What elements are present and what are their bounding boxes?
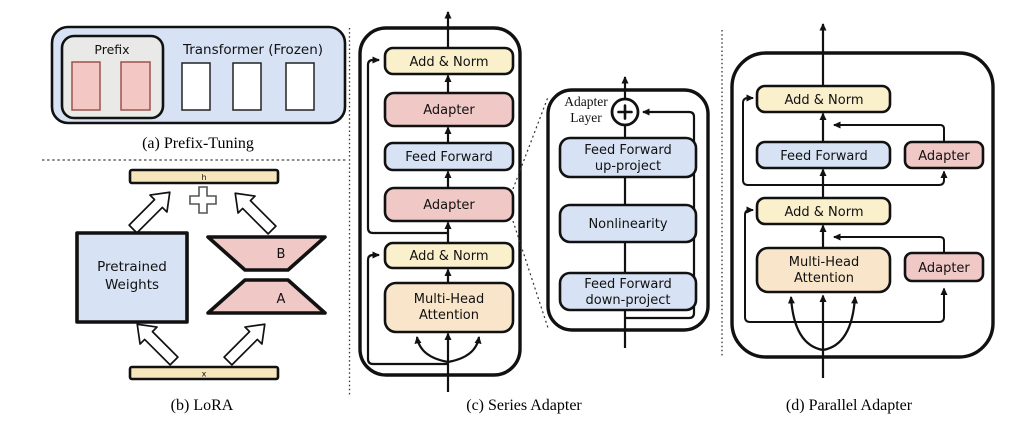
residual-line-attention [744, 206, 823, 323]
caption-prefix-tuning: (a) Prefix-Tuning [142, 135, 254, 152]
down-project-label: down-project [586, 293, 671, 308]
panel-prefix-tuning: Prefix Transformer (Frozen) (a) Prefix-T… [50, 25, 347, 152]
pretrained-weights-label: Weights [105, 277, 159, 293]
qkv-arrow-right [447, 336, 482, 364]
residual-line-feedforward [366, 56, 448, 235]
zoom-link-bottom [512, 220, 549, 329]
add-norm-label: Add & Norm [784, 205, 863, 220]
add-norm-box [383, 46, 515, 76]
qkv-arrow-left [414, 336, 449, 364]
caption-series-adapter: (c) Series Adapter [466, 397, 582, 414]
lora-output-bar [128, 168, 280, 185]
frozen-token [232, 62, 262, 111]
zoom-link-top [512, 96, 549, 190]
add-norm-label: Add & Norm [409, 55, 488, 70]
panel-series-adapter: Add & Norm Adapter Feed Forward Adapter … [358, 11, 582, 414]
prefix-label: Prefix [94, 42, 129, 57]
block-arrow-up-right [225, 183, 282, 240]
adapter-label: Adapter [918, 261, 970, 276]
adapter-branch-line-top [823, 170, 948, 186]
frozen-token [285, 62, 315, 111]
adapter-branch-line-bottom [823, 287, 948, 323]
qkv-arrow-right [822, 296, 859, 352]
adapter-box [383, 186, 515, 223]
adapter-label: Adapter [423, 103, 475, 118]
multi-head-attention-label: Attention [794, 271, 854, 286]
lora-a-matrix [206, 278, 327, 315]
caption-parallel-adapter: (d) Parallel Adapter [786, 397, 913, 414]
block-arrow-bottom-right [218, 314, 275, 371]
lora-input-label: x [202, 370, 207, 379]
adapter-layer-label: Adapter [564, 94, 608, 109]
nonlinearity-label: Nonlinearity [588, 217, 667, 232]
add-icon-plus [617, 104, 633, 120]
nonlinearity-box [558, 203, 698, 244]
pretrained-weights-label: Pretrained [97, 259, 167, 275]
feed-forward-box [383, 141, 515, 172]
block-arrow-up-left [123, 182, 180, 239]
adapter-merge-line-top [833, 121, 945, 142]
multi-head-attention-box [383, 281, 515, 334]
adapter-box [903, 140, 985, 170]
multi-head-attention-label: Multi-Head [414, 292, 484, 307]
caption-lora: (b) LoRA [171, 397, 234, 414]
lora-output-label: h [201, 173, 206, 182]
add-norm-label: Add & Norm [409, 249, 488, 264]
panel-parallel-adapter: Add & Norm Feed Forward Adapter Add & No… [730, 23, 995, 414]
pretrained-weights-box [75, 231, 189, 324]
add-norm-box [383, 241, 515, 270]
feed-forward-box [755, 140, 892, 170]
adapter-label: Adapter [423, 198, 475, 213]
up-project-box [558, 136, 698, 179]
frozen-token [181, 62, 211, 111]
adapter-label: Adapter [918, 149, 970, 164]
transformer-frozen-label: Transformer (Frozen) [182, 42, 323, 58]
adapter-box [903, 251, 985, 283]
up-project-label: up-project [595, 159, 661, 174]
adapter-layer-label: Layer [570, 110, 602, 125]
prefix-token [120, 61, 151, 111]
down-project-box [558, 271, 698, 312]
adapter-layer-detail: Adapter Layer Feed Forward up-project No… [546, 76, 710, 348]
plus-icon [189, 186, 217, 214]
block-arrow-bottom-left [127, 314, 184, 371]
panel-lora: h Pretrained Weights B A x (b) LoRA [75, 168, 327, 414]
add-norm-label: Add & Norm [784, 93, 863, 108]
lora-b-matrix [206, 235, 327, 272]
residual-line-attention [366, 251, 448, 366]
multi-head-attention-label: Multi-Head [789, 255, 859, 270]
multi-head-attention-box [755, 246, 892, 294]
adapter-box [383, 91, 515, 128]
feed-forward-label: Feed Forward [405, 150, 492, 165]
adapter-merge-line-bottom [833, 233, 945, 253]
prefix-token [71, 61, 101, 111]
lora-b-label: B [277, 247, 286, 262]
qkv-arrow-left [787, 296, 824, 352]
feed-forward-label: Feed Forward [780, 149, 867, 164]
add-norm-box [755, 196, 892, 226]
transformer-block-container [730, 51, 995, 359]
up-project-label: Feed Forward [584, 143, 671, 158]
multi-head-attention-label: Attention [419, 308, 479, 323]
down-project-label: Feed Forward [584, 277, 671, 292]
lora-a-label: A [277, 292, 286, 307]
residual-line-feedforward [742, 94, 823, 186]
adapter-layer-container [546, 88, 710, 332]
add-norm-box [755, 84, 892, 114]
lora-input-bar [128, 365, 280, 381]
transformer-block-container [358, 26, 522, 377]
